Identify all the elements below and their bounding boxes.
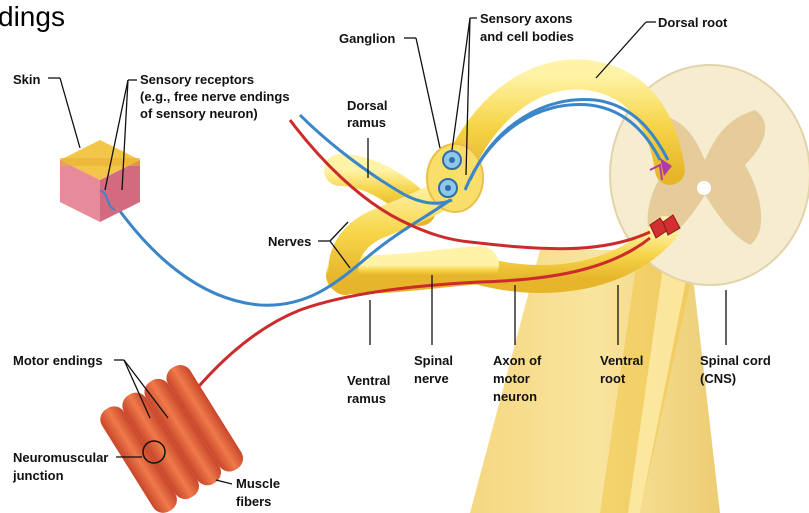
label-sensory-axons: Sensory axons and cell bodies <box>480 11 576 44</box>
label-muscle-fibers: Muscle fibers <box>236 476 284 509</box>
label-dorsal-ramus: Dorsal ramus <box>347 98 391 130</box>
skin-block <box>60 140 140 222</box>
heading-fragment: dings <box>0 1 65 32</box>
label-skin: Skin <box>13 72 41 87</box>
label-ganglion: Ganglion <box>339 31 395 46</box>
label-neuromuscular-junction: Neuromuscular junction <box>12 450 112 483</box>
label-motor-endings: Motor endings <box>13 353 103 368</box>
spinal-nerve <box>345 265 480 275</box>
label-nerves: Nerves <box>268 234 311 249</box>
label-sensory-receptors: Sensory receptors (e.g., free nerve endi… <box>140 72 293 121</box>
label-spinal-nerve: Spinal nerve <box>414 353 457 386</box>
label-dorsal-root: Dorsal root <box>658 15 728 30</box>
muscle-fibers <box>96 361 248 513</box>
label-ventral-ramus: Ventral ramus <box>347 373 394 406</box>
label-spinal-cord: Spinal cord (CNS) <box>700 353 774 386</box>
